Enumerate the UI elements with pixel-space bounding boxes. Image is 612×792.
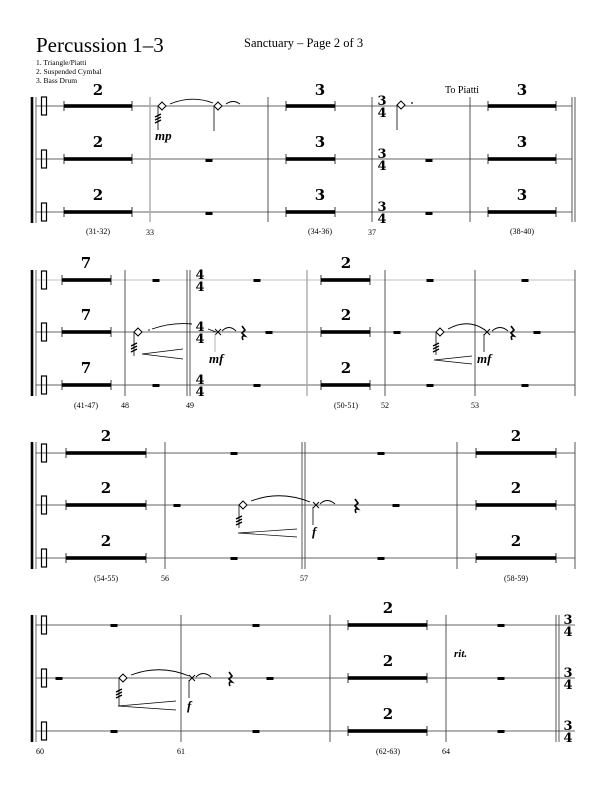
- measure-number: 37: [368, 228, 376, 237]
- multirest-count: 2: [341, 254, 351, 272]
- multirest-count: 2: [93, 186, 103, 204]
- svg-text:3: 3: [377, 200, 386, 215]
- measure-number: 64: [442, 747, 450, 756]
- dynamic-f: f: [187, 698, 193, 713]
- multirest-count: 2: [101, 479, 111, 497]
- measure-number: (50-51): [334, 401, 358, 410]
- svg-text:4: 4: [195, 373, 204, 388]
- svg-text:3: 3: [563, 666, 572, 681]
- svg-text:4: 4: [195, 320, 204, 335]
- measure-number: (41-47): [74, 401, 98, 410]
- tempo-mark-rit: rit.: [454, 648, 467, 660]
- measure-number: 57: [300, 574, 308, 583]
- part-title: Percussion 1–3: [36, 33, 164, 57]
- multirest-count: 3: [315, 133, 325, 151]
- measure-number: (31-32): [86, 227, 110, 236]
- svg-text:4: 4: [195, 268, 204, 283]
- page-subtitle: Sanctuary – Page 2 of 3: [244, 36, 364, 50]
- time-signature-4-4: 4 4 4 4 4 4: [195, 268, 204, 400]
- svg-text:4: 4: [195, 332, 204, 347]
- multirest-count: 2: [93, 81, 103, 99]
- svg-text:3: 3: [377, 94, 386, 109]
- measure-number: 60: [36, 747, 44, 756]
- measure-number: 49: [186, 401, 194, 410]
- time-signature-3-4-courtesy: 3 4 3 4 3 4: [563, 613, 572, 746]
- measure-number: (62-63): [376, 747, 400, 756]
- multirest-count: 7: [81, 359, 91, 377]
- multirest-count: 2: [101, 532, 111, 550]
- multirest-count: 3: [517, 133, 527, 151]
- system-2: 7 7 7 4 4 4 4 4 4 mf 2 2 2: [30, 254, 576, 410]
- multirest-count: 2: [101, 427, 111, 445]
- measure-number: (58-59): [504, 574, 528, 583]
- multirest-count: 2: [383, 652, 393, 670]
- measure-number: 56: [161, 574, 169, 583]
- dynamic-mp: mp: [155, 128, 172, 143]
- multirest-count: 2: [341, 359, 351, 377]
- dynamic-f: f: [312, 524, 318, 539]
- multirest-count: 2: [383, 599, 393, 617]
- measure-number: 61: [177, 747, 185, 756]
- svg-text:4: 4: [563, 731, 572, 746]
- multirest-count: 3: [315, 186, 325, 204]
- multirest-count: 2: [341, 306, 351, 324]
- time-signature-3-4: 3 4 3 4 3 4: [377, 94, 386, 227]
- instrument-label-1: 1. Triangle/Piatti: [36, 58, 87, 67]
- multirest-count: 2: [511, 479, 521, 497]
- svg-text:4: 4: [563, 678, 572, 693]
- multirest-count: 7: [81, 306, 91, 324]
- measure-number: 52: [381, 401, 389, 410]
- multirest-count: 2: [383, 705, 393, 723]
- svg-text:3: 3: [563, 719, 572, 734]
- svg-text:3: 3: [563, 613, 572, 628]
- measure-number: 53: [471, 401, 479, 410]
- multirest-count: 2: [93, 133, 103, 151]
- svg-text:4: 4: [195, 280, 204, 295]
- instrument-label-3: 3. Bass Drum: [36, 76, 78, 85]
- multirest-count: 2: [511, 427, 521, 445]
- system-3: 2 2 2 f 2 2 2 (54-55) 56 57 (58-59): [30, 427, 576, 583]
- measure-number: 33: [146, 228, 154, 237]
- svg-text:4: 4: [195, 385, 204, 400]
- measure-number: (54-55): [94, 574, 118, 583]
- system-1: 2 2 2 mp 3 3 3 3 4 3 4 3 4 To Piatti: [30, 81, 576, 237]
- instrument-label-2: 2. Suspended Cymbal: [36, 67, 102, 76]
- instruction-to-piatti: To Piatti: [445, 85, 479, 96]
- svg-text:4: 4: [377, 159, 386, 174]
- multirest-count: 7: [81, 254, 91, 272]
- measure-number: (38-40): [510, 227, 534, 236]
- measure-number: 48: [121, 401, 129, 410]
- dynamic-mf: mf: [477, 351, 493, 366]
- svg-text:4: 4: [377, 106, 386, 121]
- multirest-count: 3: [315, 81, 325, 99]
- system-4: f 2 2 2 rit. 3 4 3 4 3 4 60 61 (62-63) 6…: [30, 599, 575, 756]
- svg-text:4: 4: [563, 625, 572, 640]
- measure-number: (34-36): [308, 227, 332, 236]
- dynamic-mf: mf: [209, 351, 225, 366]
- multirest-count: 3: [517, 186, 527, 204]
- svg-text:4: 4: [377, 212, 386, 227]
- multirest-count: 3: [517, 81, 527, 99]
- svg-text:3: 3: [377, 147, 386, 162]
- multirest-count: 2: [511, 532, 521, 550]
